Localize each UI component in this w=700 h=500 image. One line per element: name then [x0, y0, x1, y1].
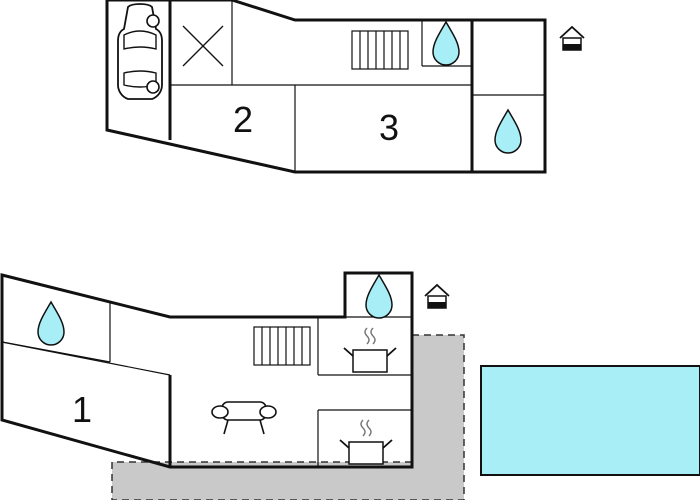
lower-floor: 1 — [0, 271, 450, 469]
water-drop-icon — [37, 301, 65, 346]
floor-level-icon — [424, 284, 450, 309]
room-label: 3 — [379, 107, 399, 148]
swimming-pool — [480, 365, 700, 476]
upper-floor-outline — [105, 0, 547, 174]
stove-icon — [343, 327, 397, 373]
water-drop-icon — [494, 109, 522, 154]
armchair-icon — [211, 401, 277, 435]
water-drop-icon — [365, 274, 393, 319]
void-cross-icon — [182, 25, 224, 67]
staircase-icon — [351, 30, 409, 70]
lower-floor-outline — [0, 271, 414, 469]
staircase-icon — [253, 326, 311, 366]
car-icon — [117, 3, 163, 100]
upper-floor: 2 3 — [105, 0, 585, 174]
room-label: 2 — [233, 99, 253, 140]
floor-level-icon — [559, 26, 585, 51]
water-drop-icon — [432, 21, 460, 66]
stove-icon — [339, 419, 393, 465]
room-label: 1 — [72, 389, 92, 430]
